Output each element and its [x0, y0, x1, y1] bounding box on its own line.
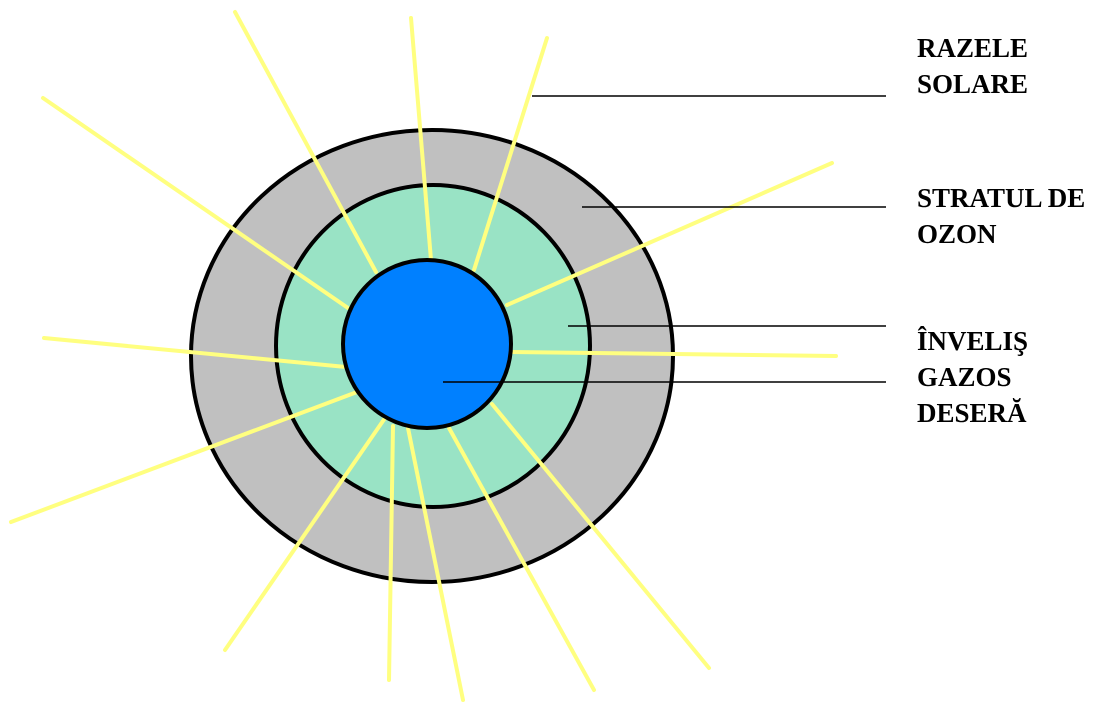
label-ozone-layer: STRATUL DE OZON: [917, 180, 1085, 252]
label-gas-envelope: ÎNVELIŞ GAZOS DESERĂ: [917, 323, 1028, 431]
earth-core: [343, 260, 511, 428]
label-solar-rays-line-2: SOLARE: [917, 66, 1028, 102]
label-solar-rays-line-1: RAZELE: [917, 30, 1028, 66]
label-solar-rays: RAZELE SOLARE: [917, 30, 1028, 102]
label-gas-envelope-line-1: ÎNVELIŞ: [917, 323, 1028, 359]
label-gas-envelope-line-3: DESERĂ: [917, 395, 1028, 431]
label-ozone-layer-line-1: STRATUL DE: [917, 180, 1085, 216]
label-ozone-layer-line-2: OZON: [917, 216, 1085, 252]
label-gas-envelope-line-2: GAZOS: [917, 359, 1028, 395]
